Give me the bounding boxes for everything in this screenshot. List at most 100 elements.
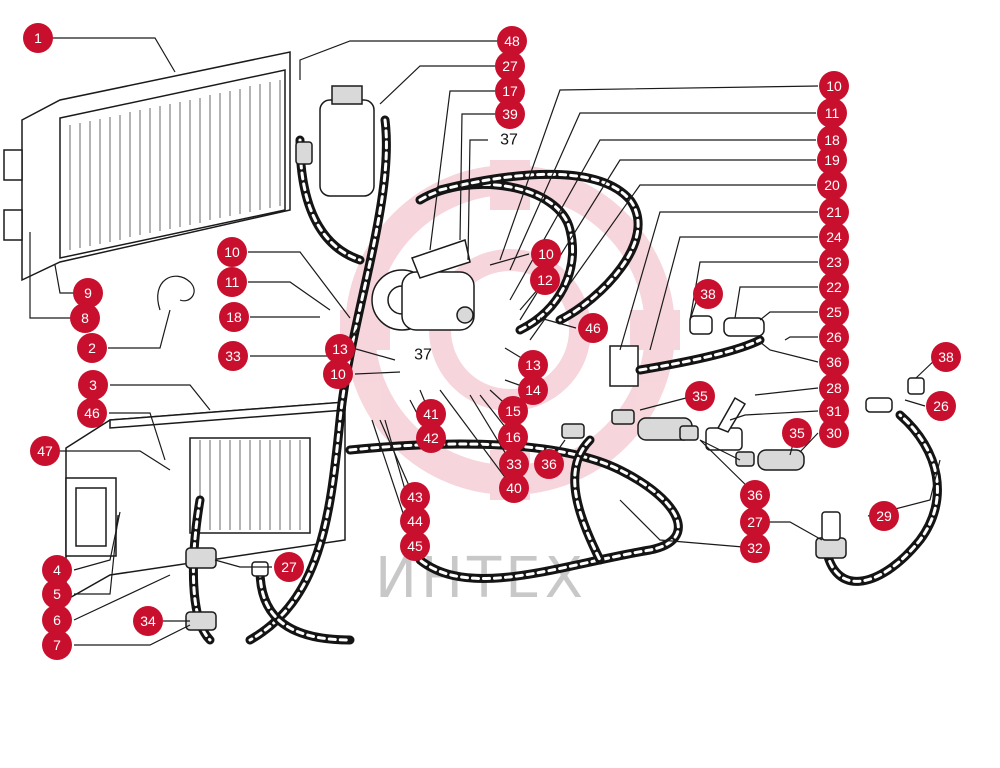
svg-text:25: 25 bbox=[826, 304, 842, 320]
svg-text:10: 10 bbox=[538, 246, 554, 262]
svg-text:35: 35 bbox=[789, 425, 805, 441]
callout-39: 39 bbox=[495, 99, 525, 129]
svg-text:1: 1 bbox=[34, 30, 42, 46]
callout-33-b: 33 bbox=[499, 449, 529, 479]
svg-text:35: 35 bbox=[692, 388, 708, 404]
callout-46-a: 46 bbox=[77, 398, 107, 428]
callout-44: 44 bbox=[400, 506, 430, 536]
receiver-drier bbox=[319, 85, 375, 197]
svg-text:48: 48 bbox=[504, 33, 520, 49]
callout-22: 22 bbox=[819, 272, 849, 302]
svg-text:30: 30 bbox=[826, 425, 842, 441]
svg-text:5: 5 bbox=[53, 586, 61, 602]
callout-11-b: 11 bbox=[817, 98, 847, 128]
svg-text:12: 12 bbox=[537, 272, 553, 288]
svg-text:34: 34 bbox=[140, 613, 156, 629]
callout-23: 23 bbox=[819, 247, 849, 277]
callout-10-d: 10 bbox=[819, 71, 849, 101]
svg-text:6: 6 bbox=[53, 612, 61, 628]
svg-text:13: 13 bbox=[525, 357, 541, 373]
callout-7: 7 bbox=[42, 630, 72, 660]
svg-text:21: 21 bbox=[826, 204, 842, 220]
callout-6: 6 bbox=[42, 605, 72, 635]
svg-text:13: 13 bbox=[332, 341, 348, 357]
svg-text:16: 16 bbox=[505, 429, 521, 445]
svg-text:26: 26 bbox=[933, 398, 949, 414]
callout-24: 24 bbox=[819, 222, 849, 252]
callout-45: 45 bbox=[400, 531, 430, 561]
callout-19: 19 bbox=[817, 145, 847, 175]
svg-text:43: 43 bbox=[407, 489, 423, 505]
svg-text:46: 46 bbox=[84, 405, 100, 421]
plain-label-37-middle: 37 bbox=[414, 347, 432, 364]
callout-47: 47 bbox=[30, 436, 60, 466]
callout-38-b: 38 bbox=[931, 342, 961, 372]
svg-text:45: 45 bbox=[407, 538, 423, 554]
svg-text:36: 36 bbox=[541, 456, 557, 472]
callout-badges: 1 2 3 4 5 6 7 8 9 10 10 10 10 11 11 12 1… bbox=[23, 23, 961, 660]
svg-text:39: 39 bbox=[502, 106, 518, 122]
callout-20: 20 bbox=[817, 170, 847, 200]
svg-text:11: 11 bbox=[225, 274, 240, 290]
svg-text:22: 22 bbox=[826, 279, 842, 295]
callout-48: 48 bbox=[497, 26, 527, 56]
svg-text:20: 20 bbox=[824, 177, 840, 193]
svg-text:33: 33 bbox=[506, 456, 522, 472]
callout-32: 32 bbox=[740, 533, 770, 563]
svg-text:11: 11 bbox=[825, 105, 840, 121]
callout-36-c: 36 bbox=[740, 480, 770, 510]
callout-10-b: 10 bbox=[323, 359, 353, 389]
svg-text:3: 3 bbox=[89, 377, 97, 393]
condenser bbox=[3, 51, 291, 282]
callout-17: 17 bbox=[495, 76, 525, 106]
callout-16: 16 bbox=[498, 422, 528, 452]
callout-12: 12 bbox=[530, 265, 560, 295]
callout-4: 4 bbox=[42, 555, 72, 585]
callout-40: 40 bbox=[499, 473, 529, 503]
svg-text:33: 33 bbox=[225, 348, 241, 364]
svg-text:17: 17 bbox=[502, 83, 518, 99]
svg-text:18: 18 bbox=[226, 309, 242, 325]
callout-3: 3 bbox=[78, 370, 108, 400]
plain-label-37-top: 37 bbox=[500, 132, 518, 149]
callout-30: 30 bbox=[819, 418, 849, 448]
svg-text:26: 26 bbox=[826, 329, 842, 345]
callout-26-a: 26 bbox=[819, 322, 849, 352]
callout-26-b: 26 bbox=[926, 391, 956, 421]
callout-31: 31 bbox=[819, 396, 849, 426]
svg-text:40: 40 bbox=[506, 480, 522, 496]
valve-assembly bbox=[609, 315, 925, 471]
svg-text:4: 4 bbox=[53, 562, 61, 578]
callout-38-a: 38 bbox=[693, 279, 723, 309]
callout-27-a: 27 bbox=[495, 51, 525, 81]
svg-text:27: 27 bbox=[281, 559, 297, 575]
svg-text:10: 10 bbox=[330, 366, 346, 382]
callout-27-c: 27 bbox=[740, 507, 770, 537]
svg-text:41: 41 bbox=[423, 406, 439, 422]
svg-text:24: 24 bbox=[826, 229, 842, 245]
hose-clip bbox=[157, 275, 195, 311]
callout-36-b: 36 bbox=[819, 347, 849, 377]
svg-text:2: 2 bbox=[88, 340, 96, 356]
callout-10-c: 10 bbox=[531, 239, 561, 269]
callout-27-b: 27 bbox=[274, 552, 304, 582]
svg-text:9: 9 bbox=[84, 285, 92, 301]
callout-2: 2 bbox=[77, 333, 107, 363]
compressor bbox=[371, 239, 475, 331]
svg-text:42: 42 bbox=[423, 430, 439, 446]
svg-text:27: 27 bbox=[502, 58, 518, 74]
svg-text:7: 7 bbox=[53, 637, 61, 653]
svg-text:15: 15 bbox=[505, 403, 521, 419]
callout-33-a: 33 bbox=[218, 341, 248, 371]
svg-text:8: 8 bbox=[81, 310, 89, 326]
callout-15: 15 bbox=[498, 396, 528, 426]
svg-text:14: 14 bbox=[525, 382, 541, 398]
svg-text:27: 27 bbox=[747, 514, 763, 530]
svg-text:10: 10 bbox=[224, 244, 240, 260]
callout-18-a: 18 bbox=[219, 302, 249, 332]
callout-8: 8 bbox=[70, 303, 100, 333]
callout-21: 21 bbox=[819, 197, 849, 227]
svg-text:38: 38 bbox=[938, 349, 954, 365]
callout-14: 14 bbox=[518, 375, 548, 405]
